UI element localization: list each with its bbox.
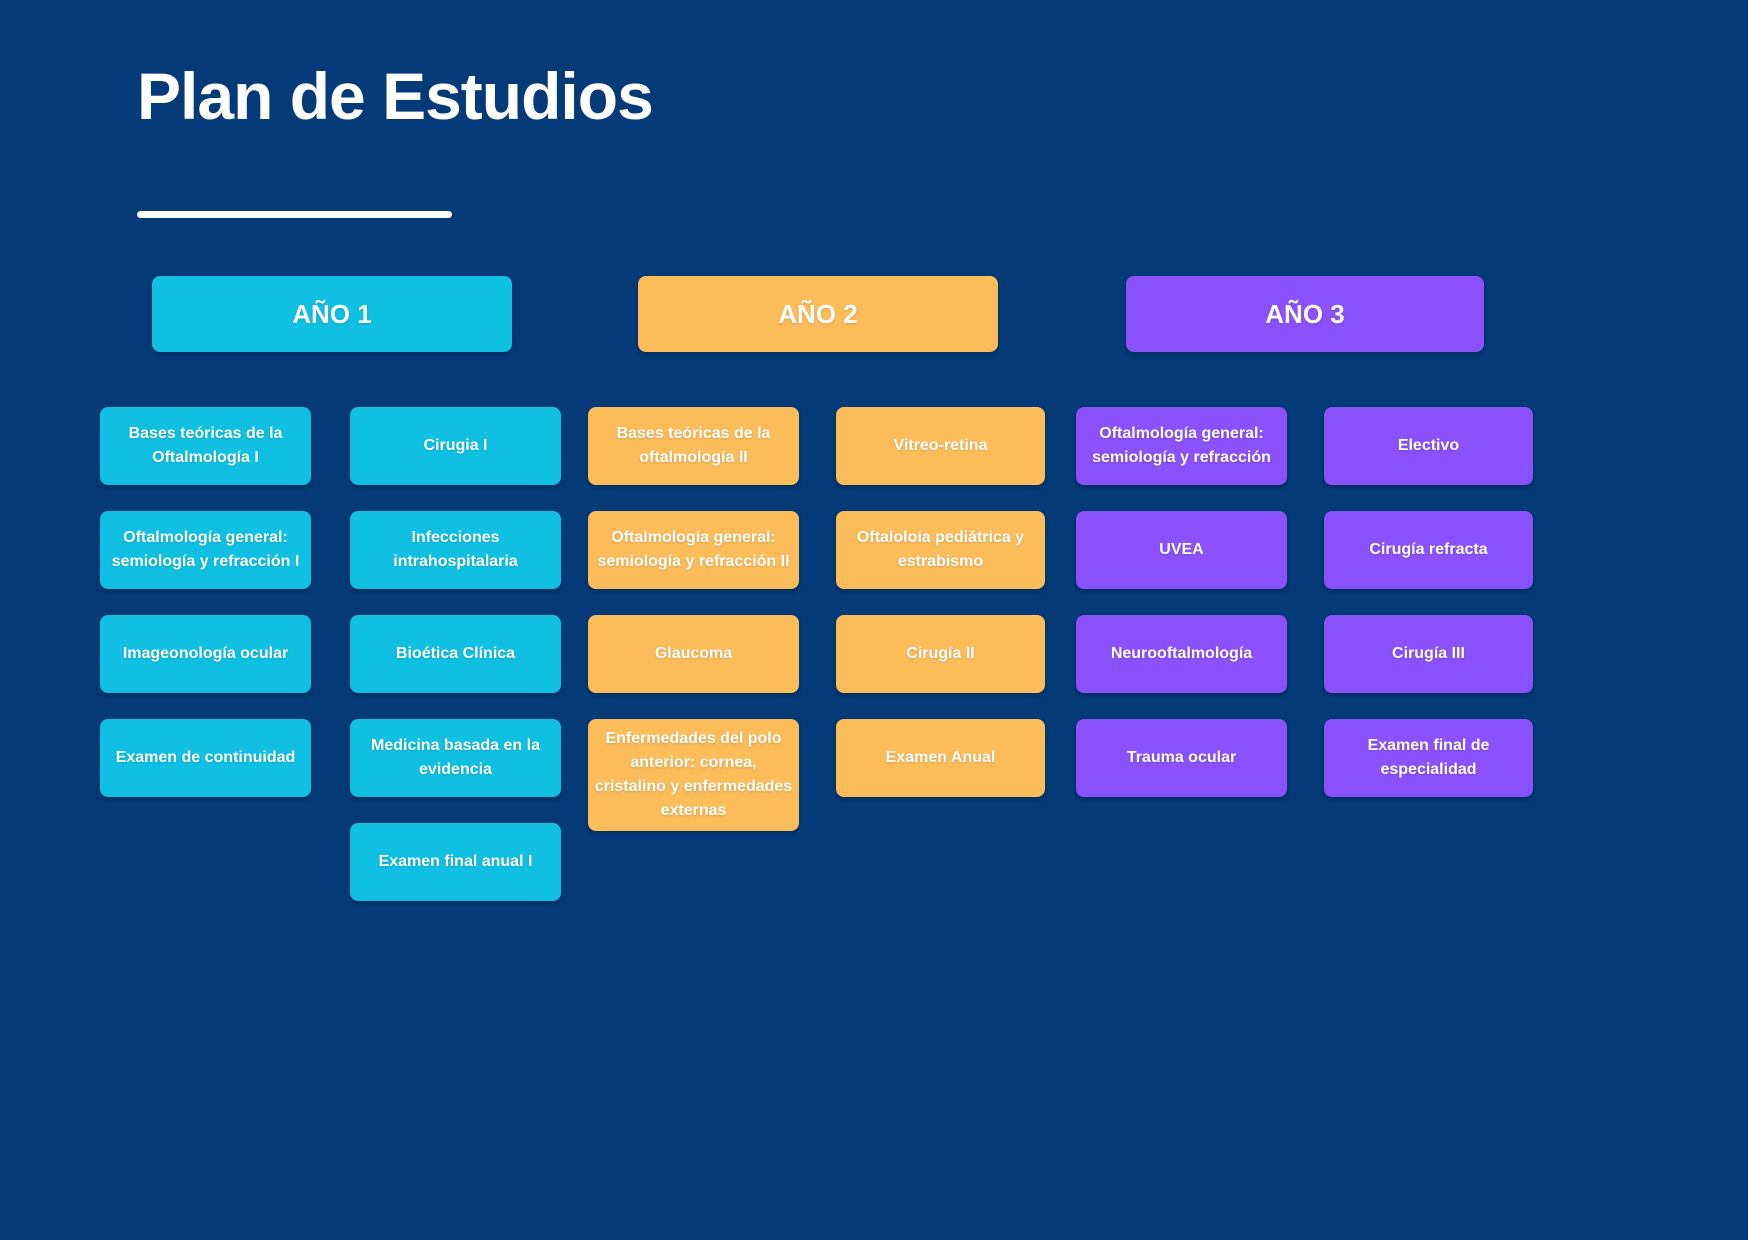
course-box: Medicina basada en la evidencia <box>350 719 561 797</box>
course-box: Infecciones intrahospitalaria <box>350 511 561 589</box>
course-box: Cirugía refracta <box>1324 511 1533 589</box>
course-box: Examen de continuidad <box>100 719 311 797</box>
course-box: Oftalmología general: semiología y refra… <box>588 511 799 589</box>
page-title: Plan de Estudios <box>137 59 654 133</box>
course-box: Cirugia I <box>350 407 561 485</box>
course-box: Cirugía III <box>1324 615 1533 693</box>
course-box: Vitreo-retina <box>836 407 1045 485</box>
course-box: Imageonología ocular <box>100 615 311 693</box>
year-1-header: AÑO 1 <box>152 276 512 352</box>
course-box: Examen final anual I <box>350 823 561 901</box>
course-box: Oftalmología general: semiología y refra… <box>1076 407 1287 485</box>
course-box: Cirugía II <box>836 615 1045 693</box>
year-2-header: AÑO 2 <box>638 276 998 352</box>
course-box: Examen final de especialidad <box>1324 719 1533 797</box>
year-1-column-b: Cirugia I Infecciones intrahospitalaria … <box>350 407 561 901</box>
course-box: Bioética Clínica <box>350 615 561 693</box>
title-underline <box>137 211 452 218</box>
course-box: Examen Anual <box>836 719 1045 797</box>
course-box: UVEA <box>1076 511 1287 589</box>
course-box: Bases teóricas de la oftalmología II <box>588 407 799 485</box>
year-3-column-b: Electivo Cirugía refracta Cirugía III Ex… <box>1324 407 1533 797</box>
course-box: Neurooftalmología <box>1076 615 1287 693</box>
year-2-column-a: Bases teóricas de la oftalmología II Oft… <box>588 407 799 831</box>
year-3-column-a: Oftalmología general: semiología y refra… <box>1076 407 1287 797</box>
course-box: Bases teóricas de la Oftalmología I <box>100 407 311 485</box>
course-box: Trauma ocular <box>1076 719 1287 797</box>
year-3-header: AÑO 3 <box>1126 276 1484 352</box>
course-box: Oftaloloía pediátrica y estrabismo <box>836 511 1045 589</box>
course-box: Oftalmología general: semiología y refra… <box>100 511 311 589</box>
year-2-column-b: Vitreo-retina Oftaloloía pediátrica y es… <box>836 407 1045 797</box>
course-box: Glaucoma <box>588 615 799 693</box>
course-box: Enfermedades del polo anterior: cornea, … <box>588 719 799 831</box>
course-box: Electivo <box>1324 407 1533 485</box>
year-1-column-a: Bases teóricas de la Oftalmología I Ofta… <box>100 407 311 797</box>
